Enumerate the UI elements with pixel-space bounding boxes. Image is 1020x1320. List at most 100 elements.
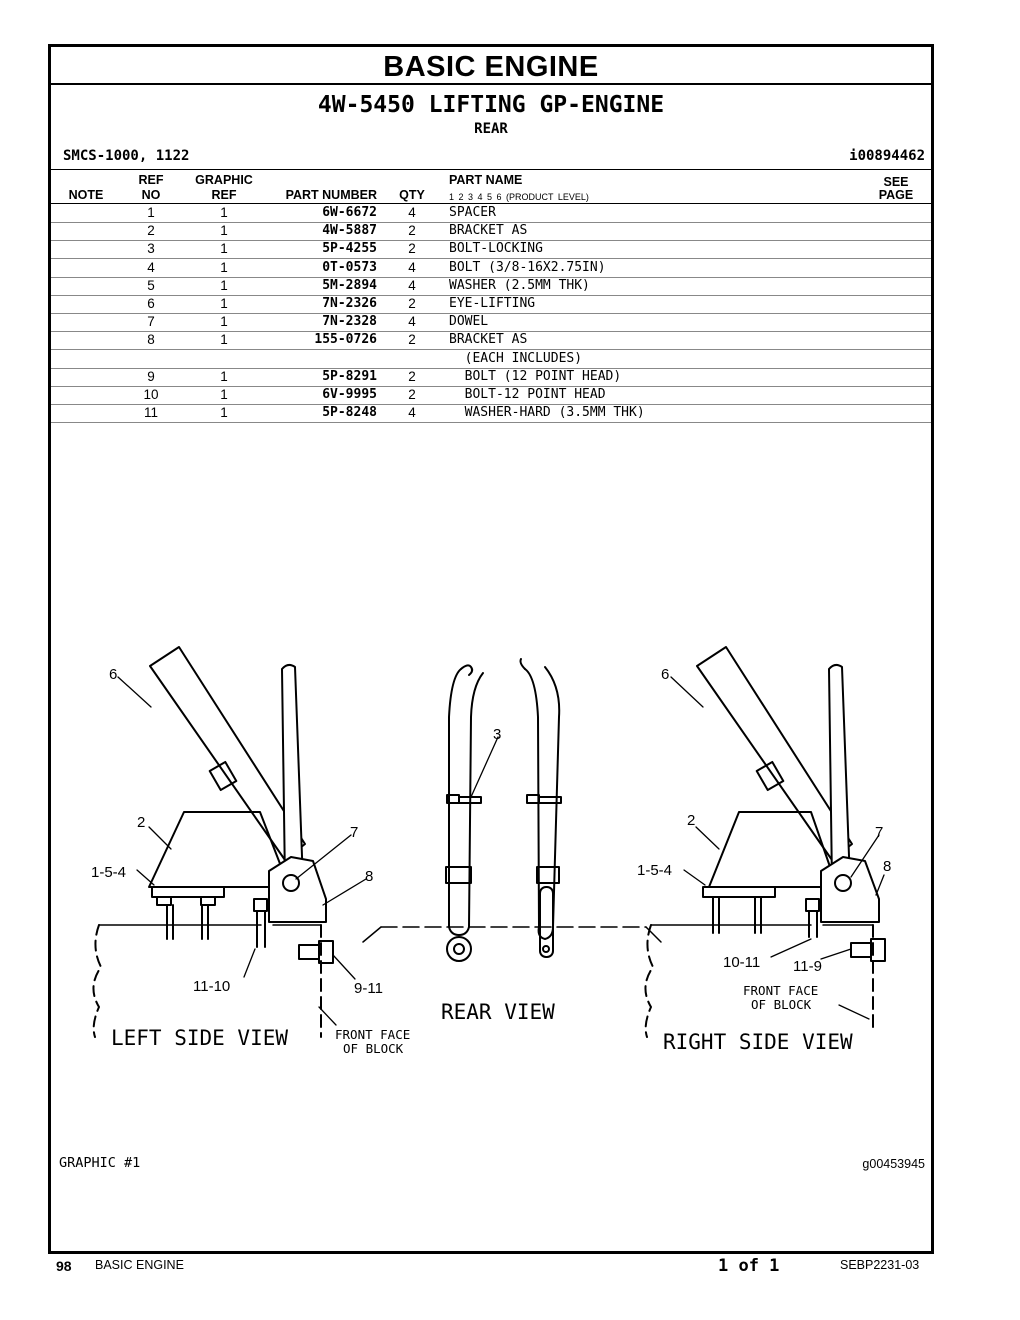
callout-right-1-5-4: 1-5-4 xyxy=(637,862,672,879)
part-number-cell: 7N-2328 xyxy=(322,314,377,330)
right-side-view xyxy=(644,646,886,1038)
callout-left-6: 6 xyxy=(109,666,117,683)
footer-page-of: 1 of 1 xyxy=(718,1256,780,1276)
ref-no-cell: 3 xyxy=(147,241,155,257)
callout-right-10-11: 10-11 xyxy=(723,954,760,971)
ref-no-cell: 5 xyxy=(147,277,155,293)
ref-no-cell: 4 xyxy=(147,259,155,275)
col-qty: QTY xyxy=(399,188,425,202)
footer-section: BASIC ENGINE xyxy=(95,1258,184,1272)
product-levels: 1 2 3 4 5 6 (PRODUCT LEVEL) xyxy=(449,192,589,202)
right-side-view-label: RIGHT SIDE VIEW xyxy=(663,1030,853,1054)
callout-left-1-5-4: 1-5-4 xyxy=(91,864,126,881)
part-name-cell: SPACER xyxy=(449,205,496,220)
callout-left-8: 8 xyxy=(365,868,373,885)
table-row: 5 1 5M-2894 4 WASHER (2.5MM THK) xyxy=(51,277,931,296)
part-name-cell: BOLT (12 POINT HEAD) xyxy=(449,368,622,384)
col-ref-top: REF xyxy=(138,173,164,187)
table-row: (EACH INCLUDES) xyxy=(51,350,931,369)
graphic-ref-cell: 1 xyxy=(220,387,228,402)
front-face-right-line2: OF BLOCK xyxy=(751,997,812,1012)
graphic-label: GRAPHIC #1 xyxy=(59,1155,141,1171)
ref-no-cell: 2 xyxy=(147,223,155,239)
callout-left-2: 2 xyxy=(137,814,145,831)
part-number-cell: 0T-0573 xyxy=(322,259,377,275)
qty-cell: 2 xyxy=(408,223,416,239)
table-header-rule xyxy=(51,203,931,204)
table-top-rule xyxy=(51,169,931,170)
callout-left-11-10: 11-10 xyxy=(193,978,230,995)
graphic-ref-cell: 1 xyxy=(220,205,228,220)
group-title: 4W-5450 LIFTING GP-ENGINE xyxy=(317,92,665,118)
part-name-cell: BRACKET AS xyxy=(449,332,528,348)
graphic-ref-cell: 1 xyxy=(220,314,228,330)
left-side-view-label: LEFT SIDE VIEW xyxy=(111,1026,288,1050)
qty-cell: 2 xyxy=(408,332,416,348)
section-title: BASIC ENGINE xyxy=(51,47,931,85)
ref-no-cell: 7 xyxy=(147,314,155,330)
ref-no-cell: 1 xyxy=(147,205,155,220)
rear-view-label: REAR VIEW xyxy=(441,1000,555,1024)
part-number-cell: 7N-2326 xyxy=(322,296,377,311)
graphic-ref-cell: 1 xyxy=(220,332,228,348)
callout-rear-3: 3 xyxy=(493,726,501,743)
table-row: 4 1 0T-0573 4 BOLT (3/8-16X2.75IN) xyxy=(51,259,931,278)
part-name-cell: (EACH INCLUDES) xyxy=(449,350,583,366)
group-subtitle: REAR xyxy=(474,121,508,137)
front-face-left-line1: FRONT FACE xyxy=(335,1027,410,1042)
graphic-ref-cell: 1 xyxy=(220,368,228,384)
graphic-ref-cell: 1 xyxy=(220,223,228,239)
ref-no-cell: 10 xyxy=(143,387,159,402)
callout-right-8: 8 xyxy=(883,858,891,875)
callout-right-6: 6 xyxy=(661,666,669,683)
ref-no-cell: 11 xyxy=(143,405,158,421)
front-face-right-line1: FRONT FACE xyxy=(743,983,818,998)
footer-page-number: 98 xyxy=(56,1258,72,1274)
part-name-cell: BOLT (3/8-16X2.75IN) xyxy=(449,259,606,275)
part-number-cell: 5P-8248 xyxy=(322,405,377,421)
part-name-cell: WASHER-HARD (3.5MM THK) xyxy=(449,405,645,421)
qty-cell: 2 xyxy=(408,241,416,257)
qty-cell: 4 xyxy=(408,314,416,330)
col-see-bottom: PAGE xyxy=(878,188,914,202)
ref-no-cell: 8 xyxy=(147,332,155,348)
lifting-group-diagram: 6 2 1-5-4 7 8 11-10 9-11 3 6 2 1-5-4 7 8… xyxy=(91,646,891,1056)
part-number-cell: 6V-9995 xyxy=(322,387,377,402)
part-name-cell: EYE-LIFTING xyxy=(449,296,536,311)
graphic-ref-cell: 1 xyxy=(220,277,228,293)
part-number-cell: 5M-2894 xyxy=(322,277,377,293)
graphic-ref-cell: 1 xyxy=(220,259,228,275)
callout-left-7: 7 xyxy=(350,824,358,841)
left-side-view xyxy=(92,646,367,1038)
table-row: 10 1 6V-9995 2 BOLT-12 POINT HEAD xyxy=(51,386,931,405)
part-number-cell: 6W-6672 xyxy=(322,205,377,220)
part-name-cell: BOLT-12 POINT HEAD xyxy=(449,387,606,402)
qty-cell: 2 xyxy=(408,387,416,402)
part-name-cell: BOLT-LOCKING xyxy=(449,241,543,257)
footer-doc-code: SEBP2231-03 xyxy=(840,1258,920,1272)
qty-cell: 4 xyxy=(408,277,416,293)
qty-cell: 4 xyxy=(408,405,416,421)
graphic-ref-cell: 1 xyxy=(220,241,228,257)
callout-right-2: 2 xyxy=(687,812,695,829)
col-part-name: PART NAME xyxy=(449,173,523,187)
callout-right-11-9: 11-9 xyxy=(793,958,822,975)
qty-cell: 2 xyxy=(408,368,416,384)
col-note: NOTE xyxy=(68,188,104,202)
part-number-cell: 4W-5887 xyxy=(322,223,377,239)
part-name-cell: WASHER (2.5MM THK) xyxy=(449,277,590,293)
document-id: i00894462 xyxy=(849,148,925,164)
part-name-cell: BRACKET AS xyxy=(449,223,528,239)
col-part-number: PART NUMBER xyxy=(285,188,377,202)
qty-cell: 4 xyxy=(408,259,416,275)
ref-no-cell: 9 xyxy=(147,368,155,384)
callout-right-7: 7 xyxy=(875,824,883,841)
col-graphic-bottom: REF xyxy=(211,188,237,202)
qty-cell: 2 xyxy=(408,296,416,311)
